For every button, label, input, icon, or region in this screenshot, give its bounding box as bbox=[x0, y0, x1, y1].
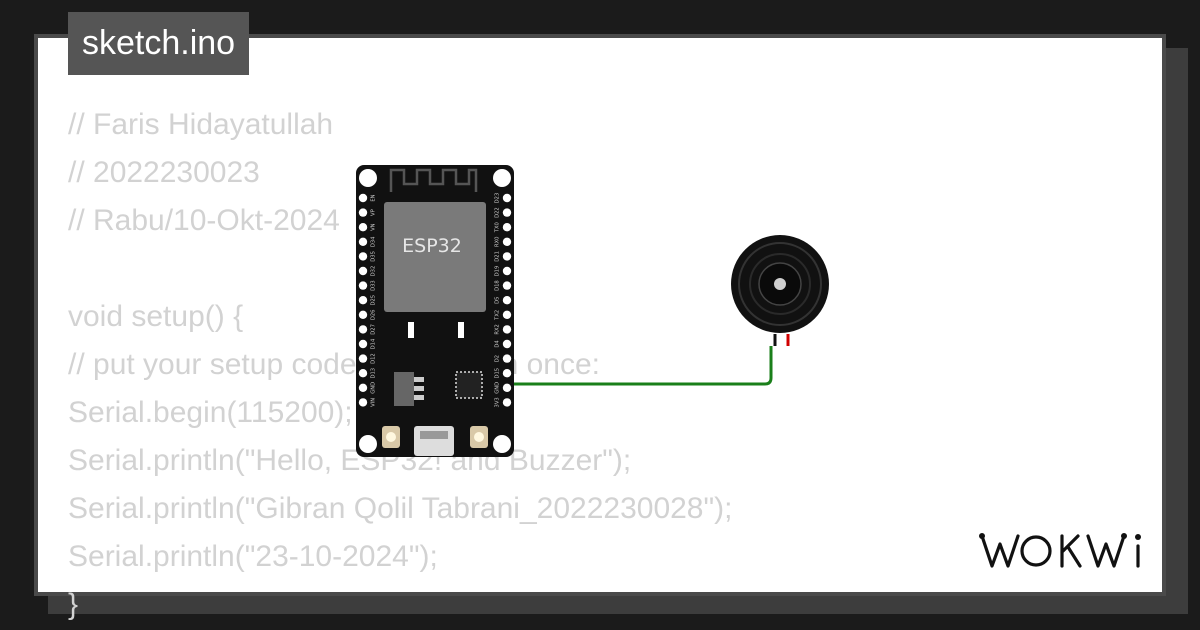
pin-label: D12 bbox=[371, 353, 377, 364]
pin-hole[interactable] bbox=[502, 266, 512, 276]
pin-hole[interactable] bbox=[502, 223, 512, 232]
pin-hole[interactable] bbox=[358, 310, 368, 319]
pin-label: D2 bbox=[495, 355, 501, 362]
pin-label: TX0 bbox=[495, 222, 501, 233]
pin-hole[interactable] bbox=[502, 252, 512, 261]
pin-label: D21 bbox=[495, 251, 501, 262]
pin-label: TX2 bbox=[495, 310, 501, 321]
pin-hole[interactable] bbox=[502, 296, 512, 305]
pin-label: D33 bbox=[371, 280, 377, 291]
pin-hole[interactable] bbox=[358, 266, 368, 276]
pin-label: D22 bbox=[495, 207, 501, 218]
pin-label: EN bbox=[371, 194, 377, 201]
project-card bbox=[34, 34, 1166, 596]
pin-hole[interactable] bbox=[502, 354, 512, 363]
pin-hole[interactable] bbox=[358, 383, 368, 392]
pin-label: D15 bbox=[495, 368, 501, 379]
code-line: Serial.println("Gibran Qolil Tabrani_202… bbox=[68, 492, 733, 525]
pins-left bbox=[358, 193, 368, 407]
pin-hole[interactable] bbox=[358, 354, 368, 363]
pin-hole[interactable] bbox=[502, 193, 512, 203]
pin-hole[interactable] bbox=[358, 369, 368, 378]
pin-hole[interactable] bbox=[358, 237, 368, 246]
code-line: void setup() { bbox=[68, 300, 244, 333]
pin-hole[interactable] bbox=[358, 281, 368, 290]
pin-hole[interactable] bbox=[502, 310, 512, 319]
code-line: // 2022230023 bbox=[68, 156, 260, 189]
pin-hole[interactable] bbox=[502, 339, 512, 349]
pin-label: VP bbox=[371, 209, 377, 216]
code-line: Serial.begin(115200); bbox=[68, 396, 353, 429]
pin-hole[interactable] bbox=[358, 296, 368, 305]
wire-d15-buzzer[interactable] bbox=[508, 346, 773, 386]
chip-label: ESP32 bbox=[402, 235, 462, 257]
pin-hole[interactable] bbox=[502, 208, 512, 217]
code-line: // Rabu/10-Okt-2024 bbox=[68, 204, 340, 237]
usb-chip bbox=[455, 371, 483, 399]
pin-label: D25 bbox=[371, 295, 377, 306]
file-tab[interactable]: sketch.ino bbox=[68, 12, 250, 75]
pin-hole[interactable] bbox=[502, 237, 512, 246]
pin-hole[interactable] bbox=[358, 325, 368, 334]
code-line: } bbox=[68, 588, 79, 621]
buzzer[interactable] bbox=[731, 235, 829, 346]
pin-label: D19 bbox=[495, 266, 501, 277]
pin-hole[interactable] bbox=[502, 369, 512, 378]
voltage-regulator bbox=[394, 372, 414, 406]
wokwi-logo bbox=[979, 533, 1141, 568]
pin-hole[interactable] bbox=[502, 383, 512, 392]
pin-label: GND bbox=[495, 382, 501, 394]
pin-label: D13 bbox=[371, 368, 377, 379]
pin-hole[interactable] bbox=[358, 208, 368, 217]
pin-hole[interactable] bbox=[358, 252, 368, 261]
pin-label: D26 bbox=[371, 309, 377, 320]
esp32-module bbox=[384, 202, 486, 312]
pin-hole[interactable] bbox=[358, 193, 368, 203]
pin-label: D34 bbox=[371, 236, 377, 247]
pin-hole[interactable] bbox=[358, 398, 368, 407]
pin-label: D23 bbox=[495, 193, 501, 204]
pin-label: VN bbox=[371, 223, 377, 231]
pin-label: GND bbox=[371, 382, 377, 394]
pin-label: D32 bbox=[371, 266, 377, 277]
pin-hole[interactable] bbox=[502, 398, 512, 407]
pin-label: D18 bbox=[495, 280, 501, 291]
pin-hole[interactable] bbox=[502, 325, 512, 334]
code-editor: // Faris Hidayatullah // 2022230023 // Rab… bbox=[68, 101, 968, 629]
pin-hole[interactable] bbox=[502, 281, 512, 290]
code-line: // Faris Hidayatullah bbox=[68, 108, 334, 141]
pin-label: D35 bbox=[371, 251, 377, 262]
pins-right bbox=[502, 193, 512, 407]
pin-hole[interactable] bbox=[358, 339, 368, 349]
pin-label: D14 bbox=[371, 338, 377, 349]
pin-label: 3V3 bbox=[495, 397, 501, 407]
esp32-board[interactable]: ESP32 ENVPVND34D35D32D33D25D26D27D14D12D… bbox=[356, 165, 514, 457]
pin-label: D5 bbox=[495, 297, 501, 304]
pin-hole[interactable] bbox=[358, 223, 368, 232]
code-line: Serial.println("23-10-2024"); bbox=[68, 540, 438, 573]
pin-label: RX0 bbox=[495, 237, 501, 247]
pin-label: VIN bbox=[371, 398, 377, 407]
antenna-trace bbox=[389, 168, 478, 192]
pin-label: D27 bbox=[371, 324, 377, 335]
pin-label: RX2 bbox=[495, 324, 501, 334]
pin-label: D4 bbox=[495, 340, 501, 348]
micro-usb-port bbox=[414, 426, 454, 456]
